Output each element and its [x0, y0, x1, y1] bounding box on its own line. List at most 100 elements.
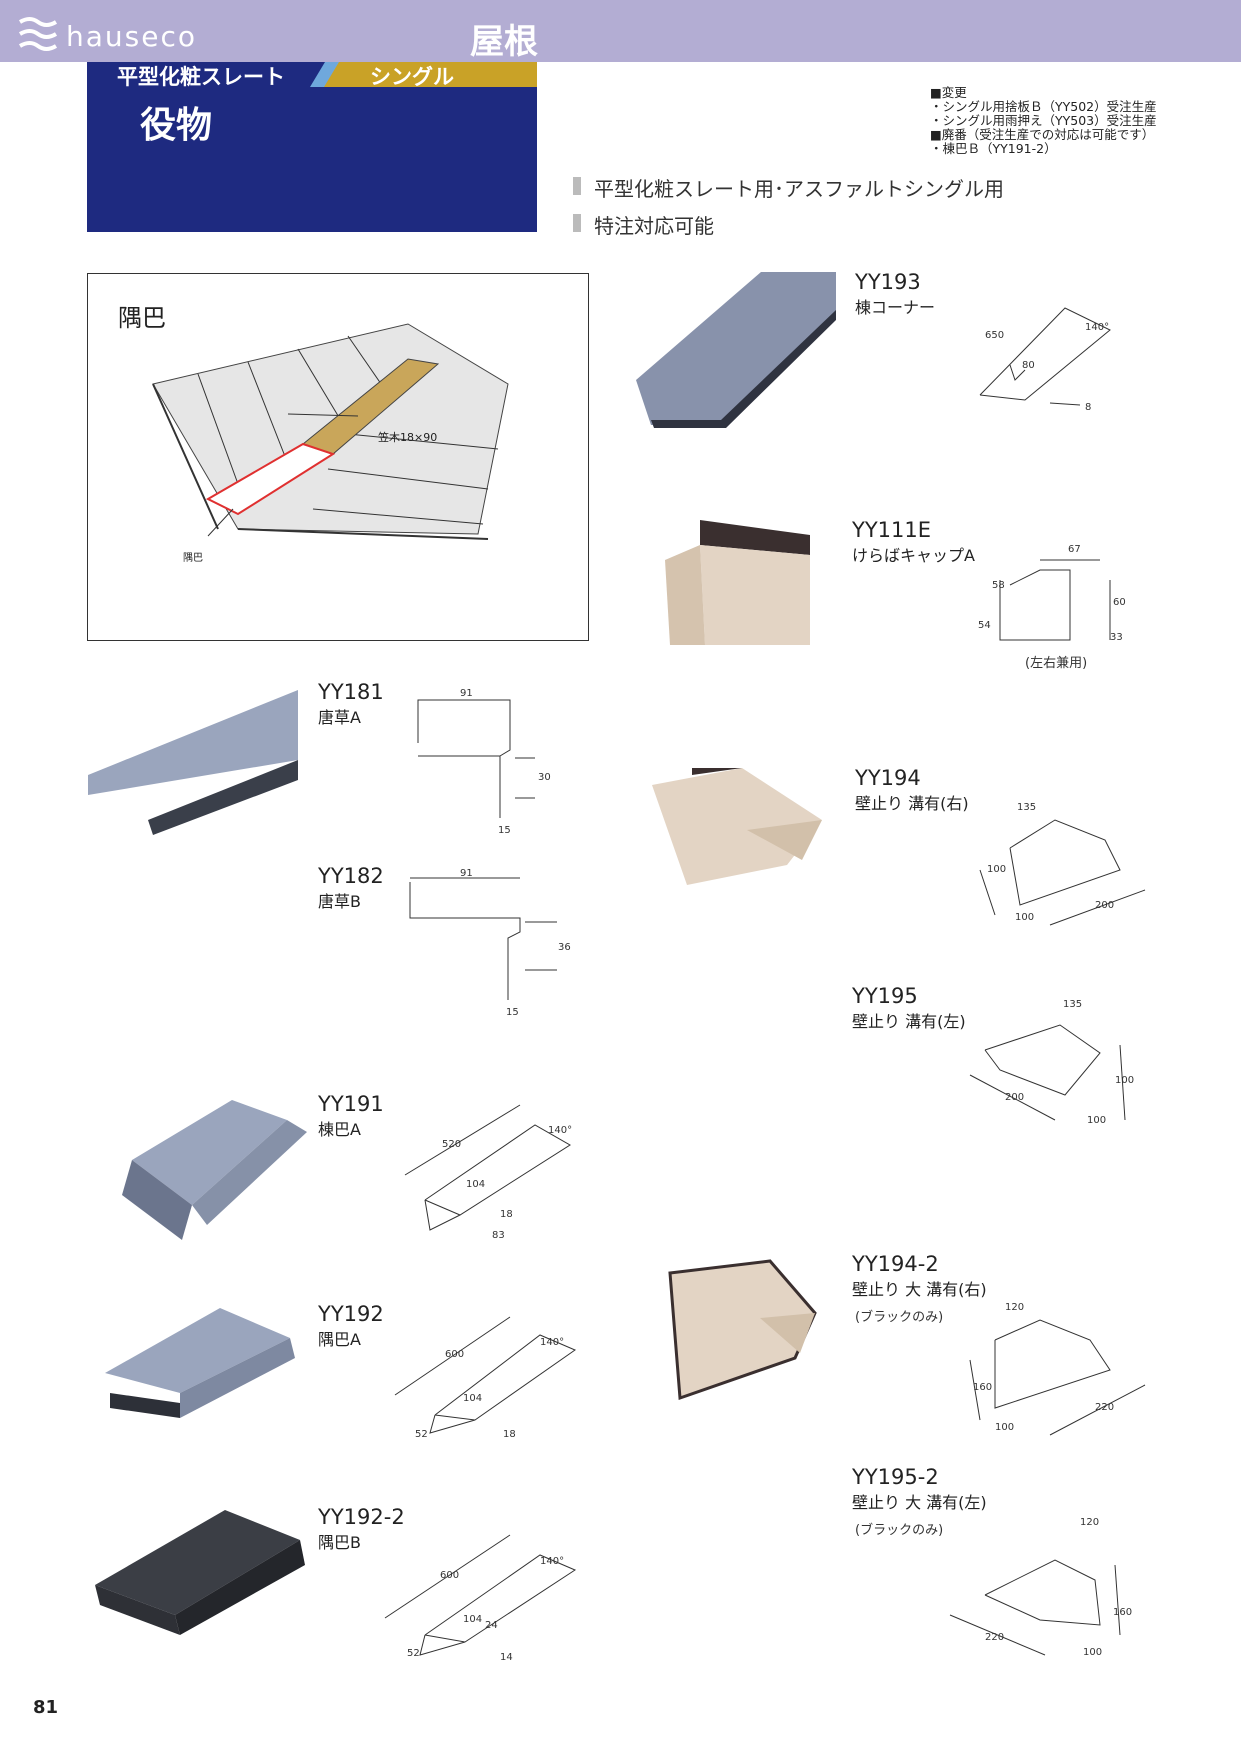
- dimension-label: 104: [466, 1179, 485, 1190]
- product-image-yy194-2: [668, 1259, 817, 1401]
- dimension-label: 650: [985, 330, 1004, 341]
- dimension-label: 15: [498, 825, 511, 836]
- dimension-label: 52: [415, 1429, 428, 1440]
- product-name: 隅巴A: [318, 1330, 361, 1349]
- product-image-yy111e: [665, 520, 810, 645]
- product-image-yy193: [636, 272, 836, 428]
- dim-drawing-yy191: 520 140° 104 18 83: [404, 1104, 572, 1241]
- dimension-label: 91: [460, 688, 473, 699]
- dimension-label: 60: [1113, 597, 1126, 608]
- note-line: ■廃番（受注生産での対応は可能です）: [930, 127, 1155, 142]
- bullet-mark: [573, 177, 581, 195]
- dimension-label: 36: [558, 942, 571, 953]
- dimension-label: 600: [440, 1570, 459, 1581]
- product-image-yy194: [652, 768, 822, 885]
- dimension-label: 100: [1015, 912, 1034, 923]
- dimension-label: 104: [463, 1614, 482, 1625]
- dimension-label: 14: [500, 1652, 513, 1663]
- dim-drawing-yy192: 600 140° 104 18 52: [394, 1316, 577, 1440]
- bullet-mark: [573, 214, 581, 232]
- dimension-label: 120: [1005, 1302, 1024, 1313]
- dimension-label: 18: [503, 1429, 516, 1440]
- brand-name: hauseco: [66, 20, 197, 53]
- tag-banner: [87, 62, 537, 87]
- dimension-label: 140°: [540, 1337, 564, 1348]
- tag-shingle: シングル: [370, 65, 454, 89]
- dim-drawing-yy195: 135 100 200 100: [969, 999, 1134, 1126]
- dimension-label: 54: [978, 620, 991, 631]
- dim-drawing-yy195-2: 120 160 220 100: [949, 1517, 1132, 1658]
- product-code: YY181: [318, 680, 384, 704]
- dimension-label: 8: [1085, 402, 1091, 413]
- product-image-yy192: [105, 1308, 295, 1418]
- dim-drawing-yy193: 650 140° 80 8: [979, 307, 1111, 413]
- dimension-label: 58: [992, 580, 1005, 591]
- dimension-label: 67: [1068, 544, 1081, 555]
- dimension-label: 135: [1063, 999, 1082, 1010]
- bullet-text: 平型化粧スレート用･アスファルトシングル用: [594, 177, 1004, 201]
- product-code: YY194: [855, 766, 921, 790]
- product-name: 隅巴B: [318, 1533, 361, 1552]
- dimension-label: 15: [506, 1007, 519, 1018]
- product-image-yy191: [122, 1100, 307, 1240]
- dim-drawing-yy111e: 67 58 60 54 33: [978, 544, 1126, 643]
- roof-illustration: [152, 323, 509, 540]
- note-line: ・シングル用捨板Ｂ（YY502）受注生産: [930, 99, 1157, 114]
- dim-drawing-yy181: 91 30 15: [417, 688, 551, 836]
- wave-logo-icon: [18, 17, 58, 51]
- product-code: YY182: [318, 864, 384, 888]
- dimension-label: 100: [1083, 1647, 1102, 1658]
- product-note: (ブラックのみ): [855, 1310, 944, 1325]
- product-code: YY192: [318, 1302, 384, 1326]
- dimension-label: 30: [538, 772, 551, 783]
- product-note: (左右兼用): [1025, 656, 1088, 671]
- dimension-label: 91: [460, 868, 473, 879]
- product-name: 壁止り 大 溝有(左): [852, 1493, 987, 1512]
- dimension-label: 100: [1115, 1075, 1134, 1086]
- dimension-label: 24: [485, 1620, 498, 1631]
- dimension-label: 200: [1005, 1092, 1024, 1103]
- dimension-label: 100: [995, 1422, 1014, 1433]
- dimension-label: 52: [407, 1648, 420, 1659]
- dimension-label: 140°: [540, 1556, 564, 1567]
- diagram-title: 隅巴: [118, 304, 166, 332]
- product-name: 壁止り 溝有(右): [855, 794, 969, 813]
- roof-diagram: 隅巴 笠木18×90 隅巴: [87, 273, 589, 641]
- note-line: ・シングル用雨押え（YY503）受注生産: [930, 113, 1157, 128]
- dim-drawing-yy194-2: 120 160 220 100: [969, 1302, 1146, 1436]
- note-line: ・棟巴Ｂ（YY191-2）: [930, 141, 1057, 156]
- product-code: YY191: [318, 1092, 384, 1116]
- product-code: YY111E: [852, 518, 932, 542]
- product-code: YY193: [855, 270, 921, 294]
- dimension-label: 520: [442, 1139, 461, 1150]
- dimension-label: 140°: [548, 1125, 572, 1136]
- dimension-label: 160: [1113, 1607, 1132, 1618]
- dimension-label: 200: [1095, 900, 1114, 911]
- dimension-label: 600: [445, 1349, 464, 1360]
- dimension-label: 83: [492, 1230, 505, 1241]
- dimension-label: 220: [1095, 1402, 1114, 1413]
- dimension-label: 140°: [1085, 322, 1109, 333]
- dimension-label: 135: [1017, 802, 1036, 813]
- dimension-label: 100: [987, 864, 1006, 875]
- note-line: ■変更: [930, 85, 967, 100]
- dimension-label: 18: [500, 1209, 513, 1220]
- dimension-label: 100: [1087, 1115, 1106, 1126]
- title-block: [87, 62, 537, 232]
- product-name: 棟コーナー: [855, 298, 936, 317]
- product-name: 壁止り 大 溝有(右): [852, 1280, 987, 1299]
- page-title: 役物: [140, 105, 213, 146]
- product-name: けらばキャップA: [852, 546, 975, 565]
- product-code: YY195: [852, 984, 918, 1008]
- part-label: 隅巴: [183, 553, 203, 564]
- product-name: 棟巴A: [318, 1120, 361, 1139]
- page-number: 81: [33, 1697, 59, 1718]
- dimension-label: 160: [973, 1382, 992, 1393]
- dimension-label: 33: [1110, 632, 1123, 643]
- dim-drawing-yy182: 91 36 15: [409, 868, 571, 1018]
- product-image-yy181: [88, 690, 298, 835]
- product-image-yy192-2: [95, 1510, 305, 1635]
- product-name: 唐草B: [318, 892, 361, 911]
- dim-drawing-yy192-2: 600 140° 104 24 14 52: [384, 1534, 577, 1663]
- dimension-label: 220: [985, 1632, 1004, 1643]
